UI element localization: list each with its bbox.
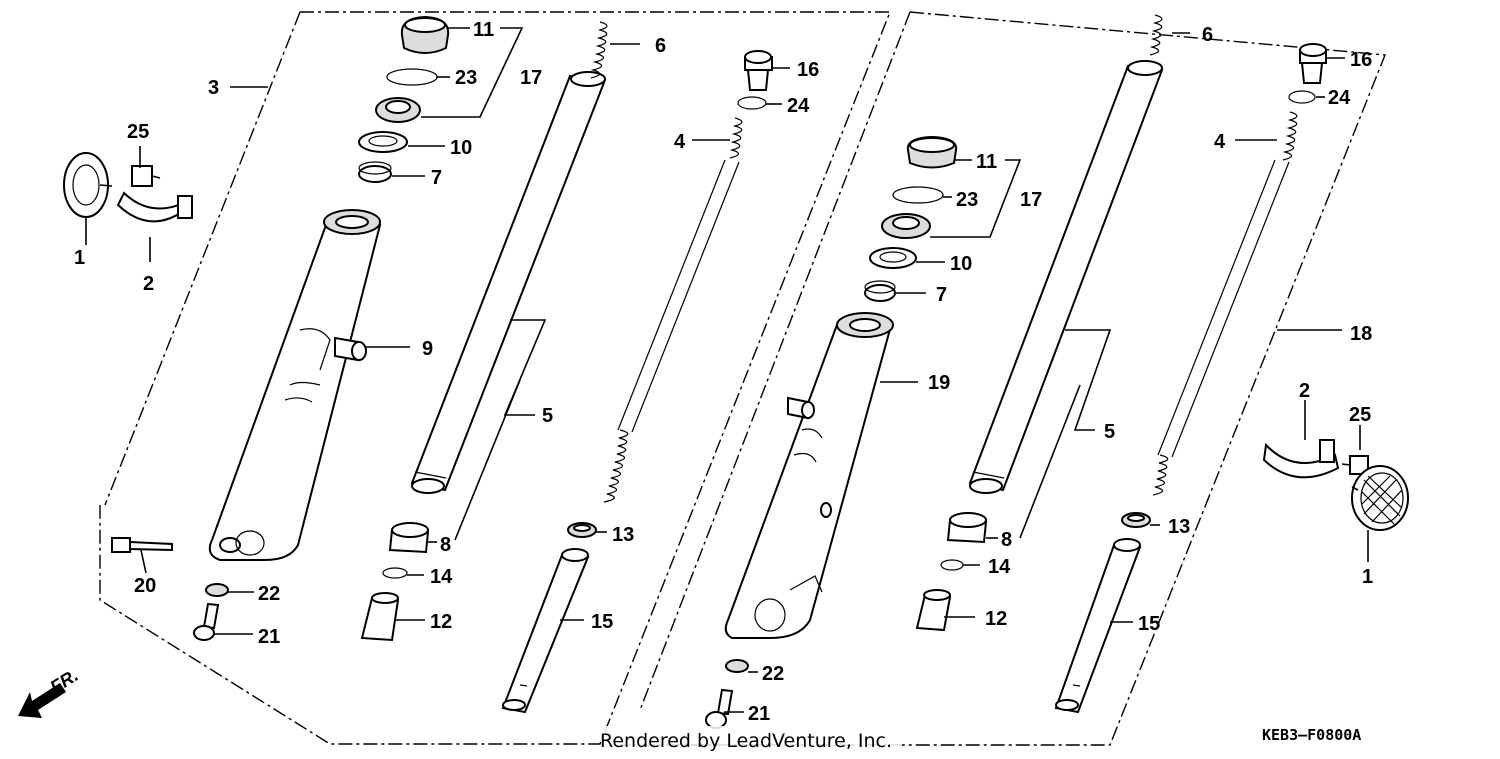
fork-spring-upper-left[interactable] (590, 21, 608, 79)
reflector-part-right[interactable] (1351, 465, 1409, 531)
callout-15-right: 15 (1138, 613, 1160, 635)
reflector-part-left[interactable] (63, 152, 113, 218)
callout-2-left: 2 (143, 273, 154, 295)
nut-part-left[interactable] (131, 165, 161, 187)
callout-22-left: 22 (258, 583, 280, 605)
stop-ring-right[interactable] (892, 186, 944, 204)
oil-seal-right[interactable] (881, 213, 931, 239)
guide-bushing-left[interactable] (388, 522, 430, 554)
fork-spring-upper-right[interactable] (1149, 14, 1163, 56)
fork-slider-right[interactable] (724, 312, 894, 639)
callout-21-left: 21 (258, 626, 280, 648)
callout-14-left: 14 (430, 566, 453, 588)
callout-23-right: 23 (956, 189, 978, 211)
callout-13-right: 13 (1168, 516, 1190, 538)
fork-bolt-left[interactable] (744, 50, 773, 91)
piston-ring-left[interactable] (567, 522, 597, 538)
callout-17-left: 17 (520, 67, 542, 89)
leader-lines (85, 27, 1369, 713)
callout-16-left: 16 (797, 59, 819, 81)
callout-1-right: 1 (1362, 566, 1373, 588)
callout-4-right: 4 (1214, 131, 1226, 153)
fork-piston-right[interactable] (1054, 538, 1142, 714)
callout-4-left: 4 (674, 131, 686, 153)
callout-14-right: 14 (988, 556, 1011, 578)
callout-20: 20 (134, 575, 156, 597)
callout-10-left: 10 (450, 137, 472, 159)
reflector-clamp-left[interactable] (116, 191, 193, 223)
callout-10-right: 10 (950, 253, 972, 275)
callout-8-left: 8 (440, 534, 451, 556)
callout-13-left: 13 (612, 524, 634, 546)
callout-1-left: 1 (74, 247, 85, 269)
callout-6-right: 6 (1202, 24, 1213, 46)
callout-3: 3 (208, 77, 219, 99)
callout-12-left: 12 (430, 611, 452, 633)
o-ring-right[interactable] (1288, 90, 1316, 104)
front-arrow-icon (18, 683, 66, 718)
fork-spring-right[interactable] (1152, 111, 1298, 496)
callout-12-right: 12 (985, 608, 1007, 630)
guide-bushing-right[interactable] (946, 512, 988, 544)
sealing-washer-left[interactable] (205, 583, 229, 597)
washer-left[interactable] (358, 131, 408, 153)
callout-16-right: 16 (1350, 49, 1372, 71)
callout-11-left: 11 (473, 19, 494, 41)
slider-bushing-left[interactable] (358, 161, 392, 183)
socket-bolt-left[interactable] (193, 602, 220, 641)
callout-17-right: 17 (1020, 189, 1042, 211)
oil-lock-piece-right[interactable] (915, 589, 952, 632)
callout-2-right: 2 (1299, 380, 1310, 402)
callout-5-right: 5 (1104, 421, 1115, 443)
callouts: 1 2 3 4 5 6 7 8 9 10 11 12 13 14 15 16 1… (74, 19, 1373, 725)
callout-23-left: 23 (455, 67, 477, 89)
callout-25-right: 25 (1349, 404, 1371, 426)
o-ring-left[interactable] (737, 96, 767, 110)
front-direction-indicator: FR. (18, 665, 82, 718)
oil-seal-left[interactable] (375, 97, 421, 123)
callout-22-right: 22 (762, 663, 784, 685)
fork-bolt-right[interactable] (1299, 43, 1327, 84)
callout-7-left: 7 (431, 167, 442, 189)
callout-6-left: 6 (655, 35, 666, 57)
dust-seal-left[interactable] (400, 15, 450, 54)
callout-9: 9 (422, 338, 433, 360)
diagram-code: KEB3–F0800A (1262, 726, 1361, 744)
reflector-clamp-right[interactable] (1262, 439, 1340, 479)
callout-24-right: 24 (1328, 87, 1351, 109)
nut-part-right[interactable] (1341, 455, 1369, 475)
callout-8-right: 8 (1001, 529, 1012, 551)
callout-18: 18 (1350, 323, 1372, 345)
credit-box: Rendered by LeadVenture, Inc. (600, 726, 902, 754)
circlip-right[interactable] (940, 559, 964, 571)
piston-ring-right[interactable] (1121, 512, 1151, 528)
callout-7-right: 7 (936, 284, 947, 306)
callout-19: 19 (928, 372, 950, 394)
callout-11-right: 11 (976, 151, 997, 173)
sealing-washer-right[interactable] (725, 659, 749, 673)
callout-24-left: 24 (787, 95, 810, 117)
slider-bushing-right[interactable] (864, 280, 896, 302)
circlip-left[interactable] (382, 567, 408, 579)
oil-lock-piece-left[interactable] (360, 592, 400, 642)
fork-slider-left[interactable] (208, 209, 382, 561)
fork-piston-left[interactable] (501, 548, 590, 714)
dust-seal-right[interactable] (906, 135, 958, 169)
drain-bolt-20[interactable] (111, 537, 173, 553)
fork-spring-left[interactable] (603, 117, 743, 503)
callout-25-left: 25 (127, 121, 149, 143)
credit-text: Rendered by LeadVenture, Inc. (600, 730, 892, 752)
socket-bolt-right[interactable] (705, 688, 734, 729)
left-assembly-frame (99, 11, 892, 745)
callout-21-right: 21 (748, 703, 770, 725)
fork-pipe-left[interactable] (410, 71, 607, 494)
washer-right[interactable] (869, 247, 917, 269)
right-assembly-frame (620, 11, 1386, 746)
fork-pipe-right[interactable] (968, 60, 1164, 494)
callout-5-left: 5 (542, 405, 553, 427)
callout-15-left: 15 (591, 611, 613, 633)
stop-ring-left[interactable] (386, 68, 438, 86)
